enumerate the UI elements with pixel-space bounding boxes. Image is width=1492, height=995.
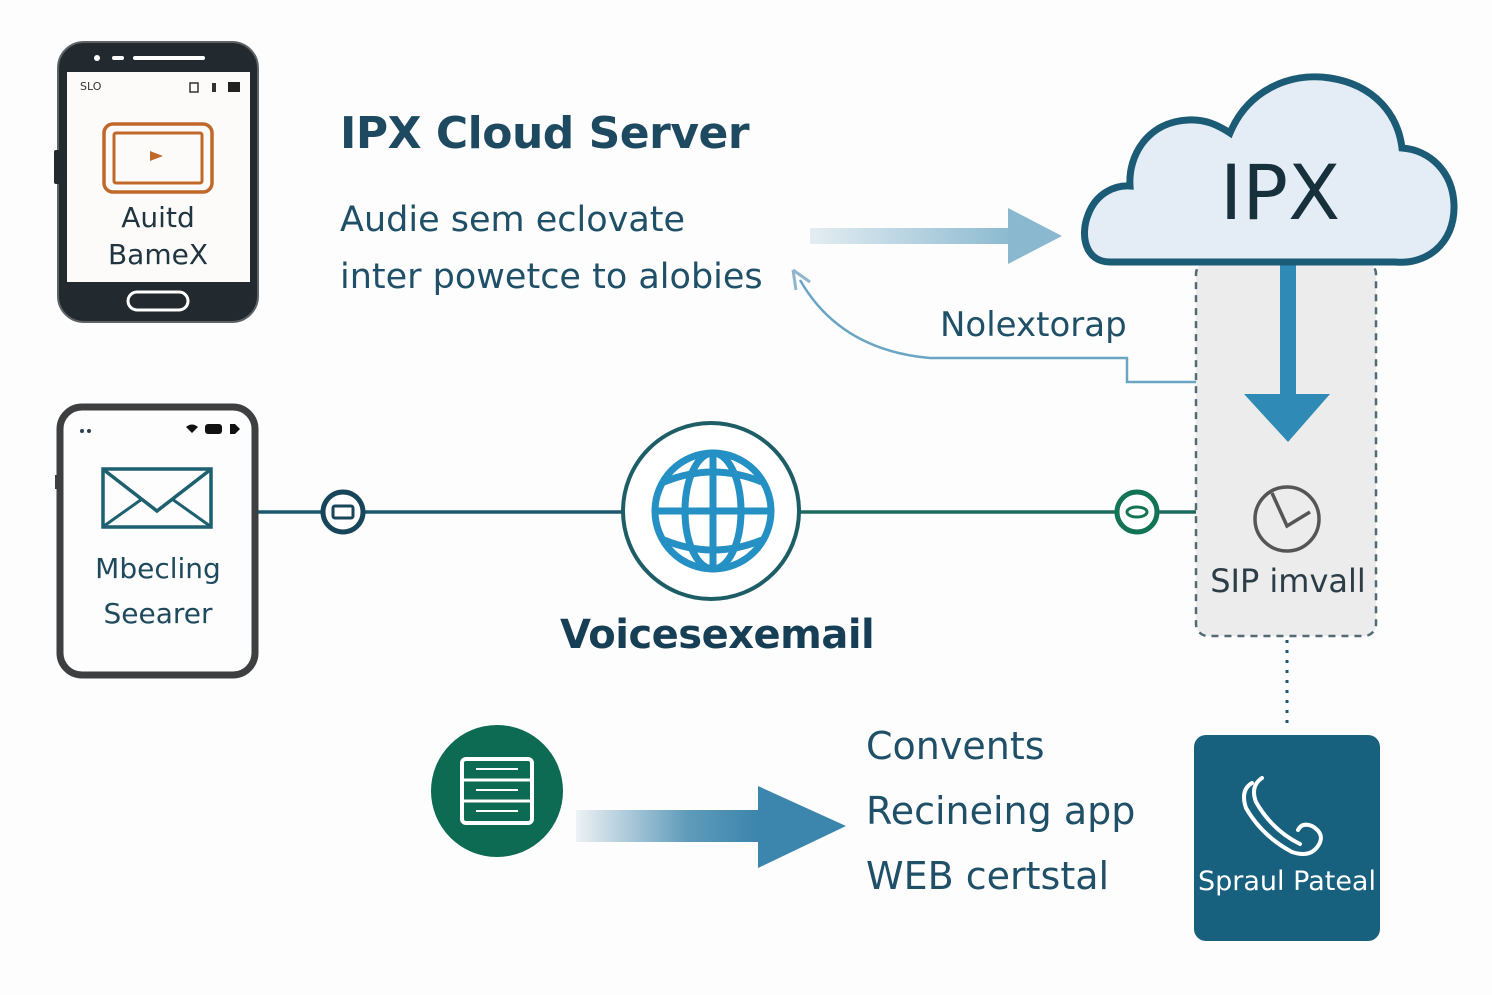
bottom-flow-line-3: WEB certstal xyxy=(866,854,1110,898)
return-arrow xyxy=(791,268,1232,384)
video-play-icon xyxy=(102,122,214,194)
server-stack-icon[interactable] xyxy=(431,725,563,857)
status-icon xyxy=(189,82,199,93)
wifi-icon xyxy=(186,424,198,433)
phone-bottom-label-2: Seearer xyxy=(103,597,213,630)
phone-top-label-2: BameX xyxy=(107,238,209,271)
endpoint-box[interactable] xyxy=(1194,735,1380,941)
description-line-1: Audie sem eclovate xyxy=(340,200,686,240)
node-connector-right[interactable] xyxy=(1114,489,1160,535)
hub-label: Voicesexemail xyxy=(560,612,875,658)
bottom-flow-line-1: Convents xyxy=(866,724,1045,768)
endpoint-label: Spraul Pateal xyxy=(1198,866,1376,897)
bottom-flow-line-2: Recineing app xyxy=(866,789,1136,833)
sip-panel-label: SIP imvall xyxy=(1210,562,1366,600)
node-connector-left[interactable] xyxy=(320,489,366,535)
return-path-label: Nolextorap xyxy=(940,305,1127,345)
home-button[interactable] xyxy=(126,290,190,312)
phone-top-status: SLO xyxy=(80,80,102,93)
arrow-down xyxy=(1244,262,1330,442)
arrow-bottom xyxy=(576,786,846,868)
globe-hub[interactable] xyxy=(621,421,801,601)
phone-top[interactable] xyxy=(54,41,259,323)
camera-icon xyxy=(205,424,222,434)
phone-top-label-1: Auitd xyxy=(121,201,195,234)
phone-handset-icon xyxy=(1242,776,1323,856)
signal-icon xyxy=(212,83,216,92)
arrow-to-cloud xyxy=(810,208,1062,264)
globe-icon xyxy=(651,449,775,573)
phone-bottom[interactable] xyxy=(55,403,259,679)
page-title: IPX Cloud Server xyxy=(340,108,750,159)
description-line-2: inter powetce to alobies xyxy=(340,257,763,297)
clock-icon xyxy=(1253,485,1321,553)
battery-icon xyxy=(230,424,240,434)
cloud-icon[interactable] xyxy=(1081,73,1458,266)
battery-icon xyxy=(228,82,240,92)
cloud-label: IPX xyxy=(1219,148,1341,237)
envelope-icon xyxy=(101,467,213,529)
phone-bottom-label-1: Mbecling xyxy=(95,552,221,585)
